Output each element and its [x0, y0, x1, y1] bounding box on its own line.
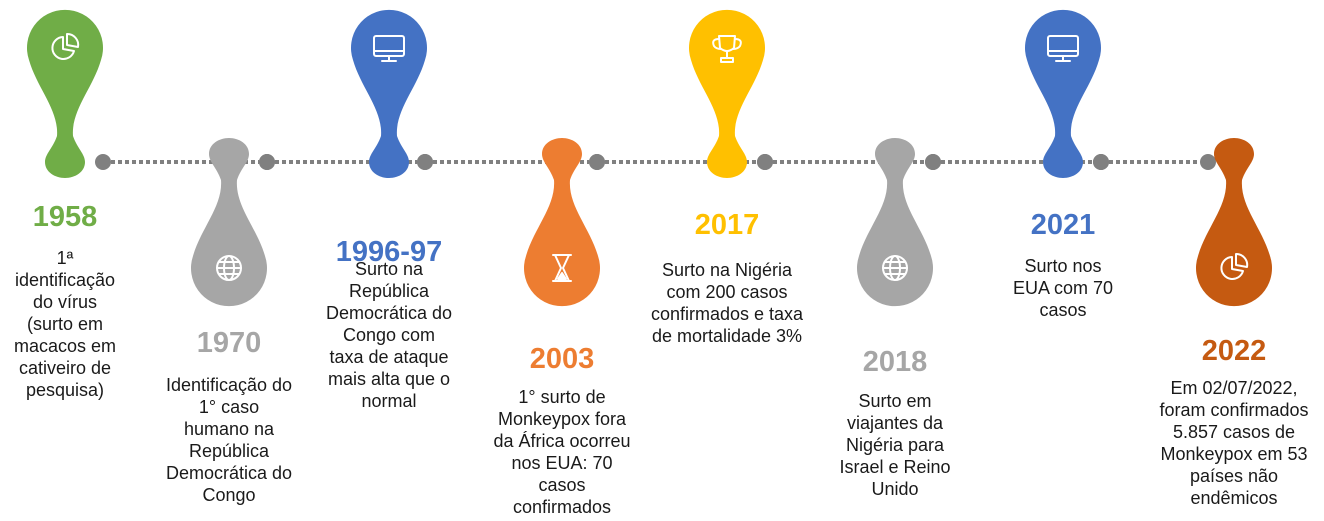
event-year: 1996-97 [335, 236, 443, 268]
event-description: 1° surto de Monkeypox fora da África oco… [493, 387, 631, 517]
event-year: 2017 [694, 209, 760, 241]
pie-chart-icon [1220, 252, 1249, 280]
timeline-dot [1093, 154, 1109, 170]
timeline-event-2017 [689, 9, 765, 178]
pie-chart-icon [51, 32, 80, 60]
event-year: 2018 [862, 346, 928, 378]
event-year: 2021 [1030, 209, 1096, 241]
monitor-icon [1047, 35, 1079, 62]
timeline-dot [925, 154, 941, 170]
timeline-dot [95, 154, 111, 170]
event-description: Surto em viajantes da Nigéria para Israe… [839, 391, 951, 499]
monitor-icon [373, 35, 405, 62]
event-marker [1024, 9, 1101, 178]
globe-icon [882, 255, 908, 281]
event-marker [857, 138, 933, 307]
event-description: Em 02/07/2022, foram confirmados 5.857 c… [1159, 378, 1309, 508]
timeline-dot [1200, 154, 1216, 170]
event-year: 1970 [196, 327, 262, 359]
hourglass-icon [552, 254, 572, 282]
event-marker [1196, 138, 1272, 307]
timeline-event-2021 [1024, 9, 1101, 178]
timeline-event-2003 [524, 138, 600, 307]
timeline-dot [589, 154, 605, 170]
timeline-event-1958 [27, 9, 104, 178]
event-year: 1958 [32, 201, 98, 233]
trophy-icon [712, 35, 742, 63]
timeline-dot [757, 154, 773, 170]
event-description: Surto na República Democrática do Congo … [325, 259, 453, 411]
timeline-dot [417, 154, 433, 170]
event-year: 2022 [1201, 335, 1267, 367]
event-description: Surto na Nigéria com 200 casos confirmad… [650, 260, 804, 346]
timeline-event-2018 [857, 138, 933, 307]
globe-icon [216, 255, 242, 281]
timeline-dot [259, 154, 275, 170]
timeline-connector [1093, 154, 1216, 170]
timeline-event-2022 [1196, 138, 1272, 307]
event-description: Identificação do 1° caso humano na Repúb… [165, 375, 293, 505]
event-year: 2003 [529, 343, 595, 375]
event-marker [27, 9, 104, 178]
event-marker [689, 9, 765, 178]
event-marker [524, 138, 600, 307]
event-description: 1ª identificação do vírus (surto em maca… [13, 248, 117, 400]
timeline-event-1970 [190, 138, 267, 307]
event-marker [190, 138, 267, 307]
event-marker [351, 9, 427, 178]
timeline-event-1996-97 [351, 9, 427, 178]
event-description: Surto nos EUA com 70 casos [1012, 256, 1114, 320]
